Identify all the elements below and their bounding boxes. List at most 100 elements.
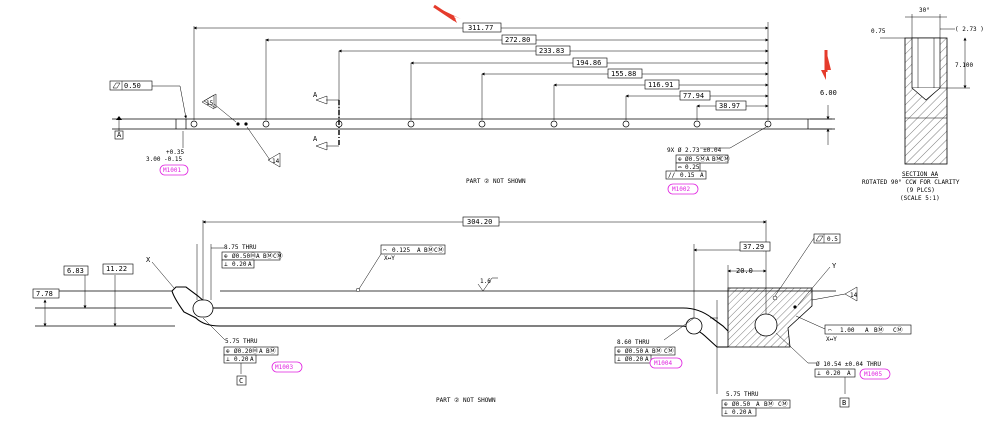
pright-c: CⓂ	[893, 326, 903, 334]
note-14-top: 14	[272, 158, 280, 165]
f1054-sym: ⊥	[817, 370, 821, 377]
dim-77-94: 77.94	[683, 92, 704, 100]
f575b-tol: 0.20	[234, 356, 249, 363]
top-view: 311.77 272.80 233.83 194.86 155.88 116.9…	[109, 4, 837, 195]
dim-6-00: 6.00	[820, 89, 837, 97]
dim-37-29: 37.29	[743, 243, 764, 251]
surface-finish: 1.6	[480, 278, 491, 285]
dim-7-78: 7.78	[36, 290, 53, 298]
pright-tol: 1.00	[840, 327, 855, 334]
tol-plus: +0.35	[166, 149, 184, 156]
f575a-b: BⓂ	[266, 347, 276, 355]
fcf1-a: A	[706, 156, 710, 163]
section-aa: 30° ( 2.73 ) 0.75 7.100 SECTION AA ROTAT…	[862, 7, 984, 202]
part-note-top: PART ② NOT SHOWN	[466, 178, 526, 185]
dim-233-83: 233.83	[539, 47, 564, 55]
note-14-bottom: 14	[850, 292, 858, 299]
datum-a: A	[117, 131, 122, 139]
markup-m1005: M1005	[864, 371, 882, 378]
fcf1-sym: ⊕	[678, 156, 682, 163]
f875b-a: A	[248, 261, 252, 268]
f860a-tol: Ø0.50	[625, 348, 643, 355]
dim-0-75: 0.75	[871, 28, 886, 35]
f1054-a: A	[847, 370, 851, 377]
thru-5-75: 5.75 THRU	[225, 338, 258, 345]
markup-m1002: M1002	[672, 186, 690, 193]
fcf3-a: A	[700, 172, 704, 179]
section-a-top: A	[313, 91, 318, 99]
fcf2-tol: 0.25	[685, 164, 700, 171]
markup-m1001: M1001	[163, 167, 181, 174]
f875a-a: A	[256, 253, 260, 260]
f875a-c: CⓂ	[273, 252, 283, 260]
f575c-b: BⓂ	[764, 400, 774, 408]
f575d-a: A	[748, 409, 752, 416]
flat-0-5: 0.5	[827, 236, 838, 243]
ptop-c: CⓂ	[434, 246, 444, 254]
ptop-tol: 0.125	[392, 247, 410, 254]
f875b-sym: ⊥	[224, 261, 228, 268]
fcf2-sym: ⌓	[678, 164, 682, 171]
section-a-bottom: A	[313, 135, 318, 143]
thru-8-60: 8.60 THRU	[617, 339, 650, 346]
dim-116-91: 116.91	[648, 81, 673, 89]
note-15: 15	[206, 100, 214, 107]
f860a-a: A	[645, 348, 649, 355]
x-to-y-2: X↔Y	[826, 336, 837, 343]
f875a-b: BⓂ	[263, 252, 273, 260]
hole-row	[190, 120, 772, 128]
f1054-tol: 0.20	[826, 370, 841, 377]
dim-6-83: 6.83	[67, 267, 84, 275]
datum-b: B	[842, 399, 846, 407]
pright-b: BⓂ	[874, 326, 884, 334]
f575c-a: A	[756, 401, 760, 408]
dim-20-0: 20.0	[736, 267, 753, 275]
f575d-sym: ⊥	[724, 409, 728, 416]
fcf1-c: CⓂ	[720, 155, 730, 163]
section-line3: (SCALE 5:1)	[900, 195, 940, 202]
f575a-sym: ⊕	[226, 348, 230, 355]
tol-base: 3.00 -0.15	[146, 156, 183, 163]
f875a-sym: ⊕	[224, 253, 228, 260]
pright-a: A	[865, 327, 869, 334]
thru-8-75: 8.75 THRU	[224, 244, 257, 251]
f860a-b: BⓂ	[652, 347, 662, 355]
fcf3-sym: //	[668, 172, 676, 179]
f875a-tol: Ø0.50Ⓜ	[232, 252, 256, 260]
f575a-tol: Ø0.20Ⓜ	[234, 347, 258, 355]
f575c-c: CⓂ	[778, 400, 788, 408]
dim-311-77: 311.77	[468, 24, 493, 32]
f860a-c: CⓂ	[664, 347, 674, 355]
fcf3-tol: 0.15	[680, 172, 695, 179]
markup-m1004: M1004	[654, 360, 672, 367]
fcf1-b: BⓂ	[712, 155, 722, 163]
f575d-tol: 0.20	[732, 409, 747, 416]
section-title: SECTION AA	[902, 171, 939, 178]
f575b-a: A	[250, 356, 254, 363]
part-note-bottom: PART ② NOT SHOWN	[436, 397, 496, 404]
thru-5-75-right: 5.75 THRU	[726, 391, 759, 398]
dim-272-80: 272.80	[505, 36, 530, 44]
fcf1-tol: Ø0.5Ⓜ	[685, 155, 705, 163]
dim-7-100: 7.100	[955, 62, 973, 69]
ptop-a: A	[417, 247, 421, 254]
f860b-sym: ⊥	[617, 356, 621, 363]
dim-304-20: 304.20	[467, 218, 492, 226]
f860b-a: A	[645, 356, 649, 363]
flatness-value: 0.50	[124, 82, 141, 90]
label-x: X	[146, 256, 151, 264]
f575c-tol: Ø0.50	[732, 401, 750, 408]
bottom-view: 304.20 37.29 20.0 6.83 11.22 7.78 1.6 X …	[32, 216, 912, 417]
dim-194-86: 194.86	[576, 59, 601, 67]
dim-11-22: 11.22	[106, 265, 127, 273]
datum-c: C	[239, 377, 243, 385]
f575c-sym: ⊕	[724, 401, 728, 408]
f575b-sym: ⊥	[226, 356, 230, 363]
f860a-sym: ⊕	[617, 348, 621, 355]
section-line2: (9 PLCS)	[906, 187, 935, 194]
hole-10-54: Ø 10.54 ±0.04 THRU	[816, 361, 881, 368]
ref-2-73: ( 2.73 )	[955, 26, 984, 33]
f860b-tol: Ø0.20	[625, 356, 643, 363]
section-line1: ROTATED 90° CCW FOR CLARITY	[862, 179, 960, 186]
